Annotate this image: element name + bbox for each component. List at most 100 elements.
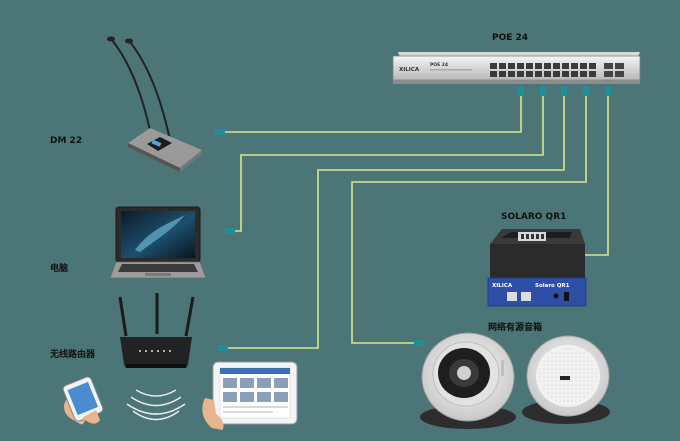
grille-hole (567, 348, 569, 350)
grille-hole (583, 392, 585, 394)
grille-hole (559, 368, 561, 370)
grille-hole (551, 392, 553, 394)
grille-hole (555, 376, 557, 378)
connector (414, 340, 424, 346)
grille-hole (551, 360, 553, 362)
connector (518, 86, 524, 96)
cable-to-laptop (230, 95, 544, 232)
grille-hole (547, 360, 549, 362)
grille-hole (579, 352, 581, 354)
switch-port (499, 71, 506, 77)
grille-hole (591, 388, 593, 390)
grille-hole (591, 384, 593, 386)
grille-hole (579, 384, 581, 386)
laptop-label: 电脑 (50, 262, 68, 274)
grille-hole (559, 356, 561, 358)
grille-hole (567, 352, 569, 354)
grille-hole (547, 372, 549, 374)
grille-hole (575, 368, 577, 370)
processor-panel-text: Solaro QR1 (535, 283, 570, 289)
grille-hole (575, 352, 577, 354)
grille-hole (563, 368, 565, 370)
grille-hole (583, 356, 585, 358)
switch-label: POE 24 (492, 33, 528, 43)
grille-hole (583, 360, 585, 362)
ceiling-speaker-left (420, 332, 516, 429)
switch-port (490, 63, 497, 69)
grille-hole (547, 368, 549, 370)
grille-hole (559, 400, 561, 402)
grille-hole (555, 388, 557, 390)
speakers-label: 网络有源音箱 (488, 321, 542, 333)
grille-hole (555, 384, 557, 386)
grille-hole (571, 364, 573, 366)
processor-brand: XILICA (492, 283, 513, 289)
grille-hole (575, 360, 577, 362)
grille-hole (575, 392, 577, 394)
grille-hole (559, 392, 561, 394)
grille-hole (579, 364, 581, 366)
grille-hole (591, 376, 593, 378)
grille-hole (583, 380, 585, 382)
grille-hole (587, 376, 589, 378)
grille-hole (539, 376, 541, 378)
grille-hole (555, 372, 557, 374)
grille-hole (567, 384, 569, 386)
grille-hole (571, 348, 573, 350)
tablet-device (202, 361, 298, 430)
switch-port (535, 63, 542, 69)
grille-hole (575, 396, 577, 398)
microphone-label: DM 22 (50, 136, 82, 146)
grille-hole (547, 356, 549, 358)
grille-hole (579, 400, 581, 402)
grille-hole (571, 368, 573, 370)
grille-hole (547, 364, 549, 366)
grille-hole (539, 380, 541, 382)
grille-hole (587, 384, 589, 386)
grille-hole (543, 380, 545, 382)
connector (218, 345, 228, 351)
grille-hole (587, 388, 589, 390)
smartphone-device (62, 376, 104, 425)
grille-hole (575, 372, 577, 374)
connector (225, 228, 235, 234)
wifi-signal-icon (126, 389, 186, 421)
grille-hole (583, 364, 585, 366)
grille-hole (575, 400, 577, 402)
grille-hole (571, 376, 573, 378)
grille-hole (563, 356, 565, 358)
grille-hole (563, 348, 565, 350)
grille-hole (571, 396, 573, 398)
switch-port (517, 71, 524, 77)
switch-port (580, 71, 587, 77)
grille-hole (571, 400, 573, 402)
grille-hole (551, 396, 553, 398)
laptop-device (109, 206, 207, 279)
connector (215, 129, 225, 135)
grille-hole (595, 372, 597, 374)
grille-hole (547, 380, 549, 382)
grille-hole (595, 380, 597, 382)
grille-hole (579, 388, 581, 390)
grille-hole (579, 380, 581, 382)
speaker-grille (539, 348, 597, 402)
switch-port (517, 63, 524, 69)
connector (561, 86, 567, 96)
grille-hole (567, 360, 569, 362)
grille-hole (579, 396, 581, 398)
connector (540, 86, 546, 96)
grille-hole (567, 396, 569, 398)
grille-hole (583, 396, 585, 398)
grille-hole (563, 360, 565, 362)
grille-hole (559, 396, 561, 398)
grille-hole (575, 388, 577, 390)
router-label: 无线路由器 (49, 348, 96, 360)
grille-hole (587, 360, 589, 362)
grille-hole (587, 392, 589, 394)
grille-hole (543, 360, 545, 362)
grille-hole (575, 380, 577, 382)
connector (605, 86, 611, 96)
grille-hole (591, 380, 593, 382)
grille-hole (587, 356, 589, 358)
grille-hole (567, 372, 569, 374)
